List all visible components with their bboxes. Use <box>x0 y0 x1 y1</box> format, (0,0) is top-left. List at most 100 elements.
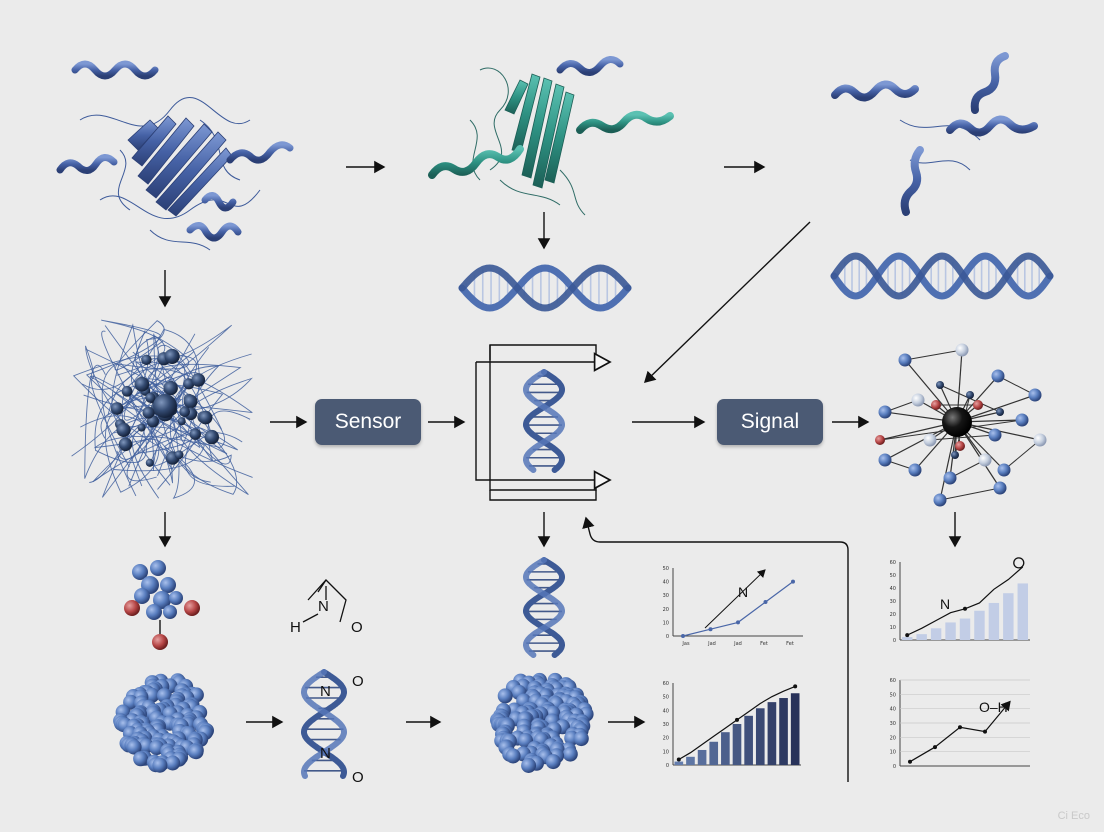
data-point <box>708 627 713 632</box>
y-tick-label: 40 <box>663 708 669 714</box>
bar <box>767 702 777 765</box>
dna-circuit-box <box>475 344 610 501</box>
bar <box>902 637 913 640</box>
sensor-node: Sensor <box>315 399 421 445</box>
polymer-bead <box>204 429 219 445</box>
y-tick-label: 30 <box>890 721 896 727</box>
data-point <box>908 759 912 764</box>
protein-structure-3 <box>831 52 1038 216</box>
dna-strand <box>523 557 565 658</box>
polymer-bead <box>118 437 133 452</box>
nanoparticle-left <box>113 673 214 773</box>
nanoparticle-bead <box>521 758 537 773</box>
dna-strand <box>523 557 565 658</box>
x-tick-label: Fet <box>760 641 768 647</box>
dna-helix-bottom-middle <box>523 557 565 658</box>
bar <box>674 761 684 765</box>
atom <box>878 405 892 419</box>
polymer-bead <box>141 354 152 366</box>
polymer-bead <box>177 417 186 426</box>
data-point <box>933 745 937 750</box>
nanoparticle-bead <box>133 751 149 767</box>
y-tick-label: 40 <box>890 707 896 713</box>
y-tick-label: 20 <box>663 736 669 742</box>
x-tick-label: Jad <box>733 641 742 647</box>
dna-helix-center <box>523 369 565 473</box>
polymer-bead <box>189 428 201 440</box>
atom <box>993 481 1007 495</box>
y-tick-label: 40 <box>663 580 669 586</box>
dna-strand <box>301 669 347 779</box>
bar <box>959 618 971 640</box>
polymer-bead <box>163 380 178 396</box>
atom <box>875 435 885 445</box>
y-tick-label: 20 <box>890 612 896 618</box>
polymer-strand <box>111 323 197 428</box>
dna-strand <box>830 252 1054 300</box>
y-tick-label: 10 <box>890 625 896 631</box>
y-tick-label: 60 <box>663 681 669 687</box>
polymer-bead <box>183 378 195 390</box>
polymer-bead <box>116 422 131 437</box>
polymer-bead <box>183 394 198 409</box>
data-point <box>983 729 987 734</box>
nanoparticle-bead <box>497 688 513 704</box>
dna-strand <box>830 252 1054 300</box>
polymer-bead <box>110 402 124 415</box>
polymer-bead <box>137 423 146 432</box>
dna-helix-top-middle <box>458 264 632 312</box>
y-tick-label: 30 <box>663 722 669 728</box>
signal-molecular-complex <box>875 343 1047 507</box>
polymer-bead <box>145 392 156 403</box>
arrow-feedback-loop <box>582 516 849 782</box>
dna-label-o-top: O <box>352 673 364 690</box>
atom <box>1015 413 1029 427</box>
data-point <box>963 606 967 611</box>
y-tick-label: 0 <box>666 634 669 640</box>
bond <box>929 434 996 441</box>
y-tick-label: 50 <box>890 573 896 579</box>
nanoparticle-bead <box>144 687 160 703</box>
bar <box>744 715 753 765</box>
y-tick-label: 0 <box>666 763 669 769</box>
bar <box>709 741 719 765</box>
trend-arrow <box>704 569 766 629</box>
bar <box>945 622 956 640</box>
nanoparticle-bead <box>505 748 521 764</box>
bar <box>930 628 942 640</box>
data-point <box>958 725 962 730</box>
chart1-annotation: N <box>738 584 748 600</box>
atom <box>996 408 1004 416</box>
polymer-bead <box>134 376 150 392</box>
atom <box>936 381 944 389</box>
bar <box>916 634 927 640</box>
y-tick-label: 20 <box>663 607 669 613</box>
y-tick-label: 30 <box>663 593 669 599</box>
y-tick-label: 50 <box>663 566 669 572</box>
small-molecule-structure <box>302 579 347 623</box>
bar <box>686 756 695 765</box>
protein-structure-2 <box>428 56 674 216</box>
data-point <box>681 634 685 638</box>
bar <box>779 698 788 765</box>
x-tick-label: Jad <box>707 641 716 647</box>
atom <box>911 393 925 407</box>
y-tick-label: 60 <box>890 678 896 684</box>
atom <box>966 391 974 399</box>
bar <box>755 708 765 765</box>
bar <box>974 610 985 640</box>
atom-label-n: N <box>318 598 329 615</box>
y-tick-label: 10 <box>663 620 669 626</box>
data-point <box>793 684 798 689</box>
bond <box>1003 439 1041 471</box>
data-point <box>735 717 739 722</box>
dna-strand <box>458 264 632 312</box>
atom <box>898 353 912 367</box>
data-point <box>791 579 795 584</box>
nanoparticle-bead <box>188 744 204 760</box>
atom <box>923 433 937 447</box>
atom-cluster-small <box>124 560 200 650</box>
y-tick-label: 0 <box>893 764 896 770</box>
